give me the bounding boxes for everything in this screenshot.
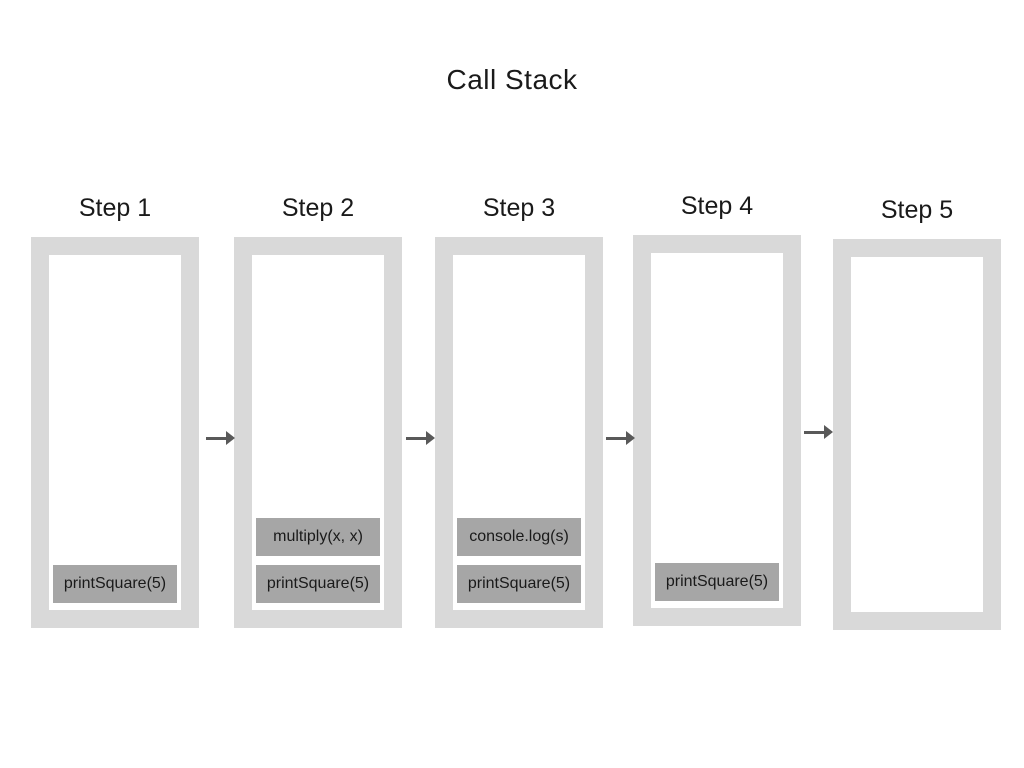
stack-container: console.log(s) printSquare(5) <box>435 237 603 628</box>
stack-frame: printSquare(5) <box>457 565 581 603</box>
stack-container: multiply(x, x) printSquare(5) <box>234 237 402 628</box>
stack-container: printSquare(5) <box>633 235 801 626</box>
step-column: Step 2 multiply(x, x) printSquare(5) <box>234 194 402 628</box>
stack-frame: printSquare(5) <box>53 565 177 603</box>
stack-inner: multiply(x, x) printSquare(5) <box>252 255 384 610</box>
stack-container <box>833 239 1001 630</box>
stack-inner: printSquare(5) <box>49 255 181 610</box>
step-label: Step 3 <box>482 194 556 222</box>
stack-frame: multiply(x, x) <box>256 518 380 556</box>
step-label: Step 2 <box>281 194 355 222</box>
step-column: Step 3 console.log(s) printSquare(5) <box>435 194 603 628</box>
stack-inner: console.log(s) printSquare(5) <box>453 255 585 610</box>
stack-inner <box>851 257 983 612</box>
stack-frame: printSquare(5) <box>655 563 779 601</box>
step-column: Step 5 <box>833 196 1001 630</box>
stack-inner: printSquare(5) <box>651 253 783 608</box>
stack-frame: console.log(s) <box>457 518 581 556</box>
step-label: Step 5 <box>880 196 954 224</box>
step-column: Step 1 printSquare(5) <box>31 194 199 628</box>
step-label: Step 4 <box>680 192 754 220</box>
step-label: Step 1 <box>78 194 152 222</box>
stack-frame: printSquare(5) <box>256 565 380 603</box>
stack-container: printSquare(5) <box>31 237 199 628</box>
diagram-title: Call Stack <box>446 64 578 95</box>
step-column: Step 4 printSquare(5) <box>633 192 801 626</box>
